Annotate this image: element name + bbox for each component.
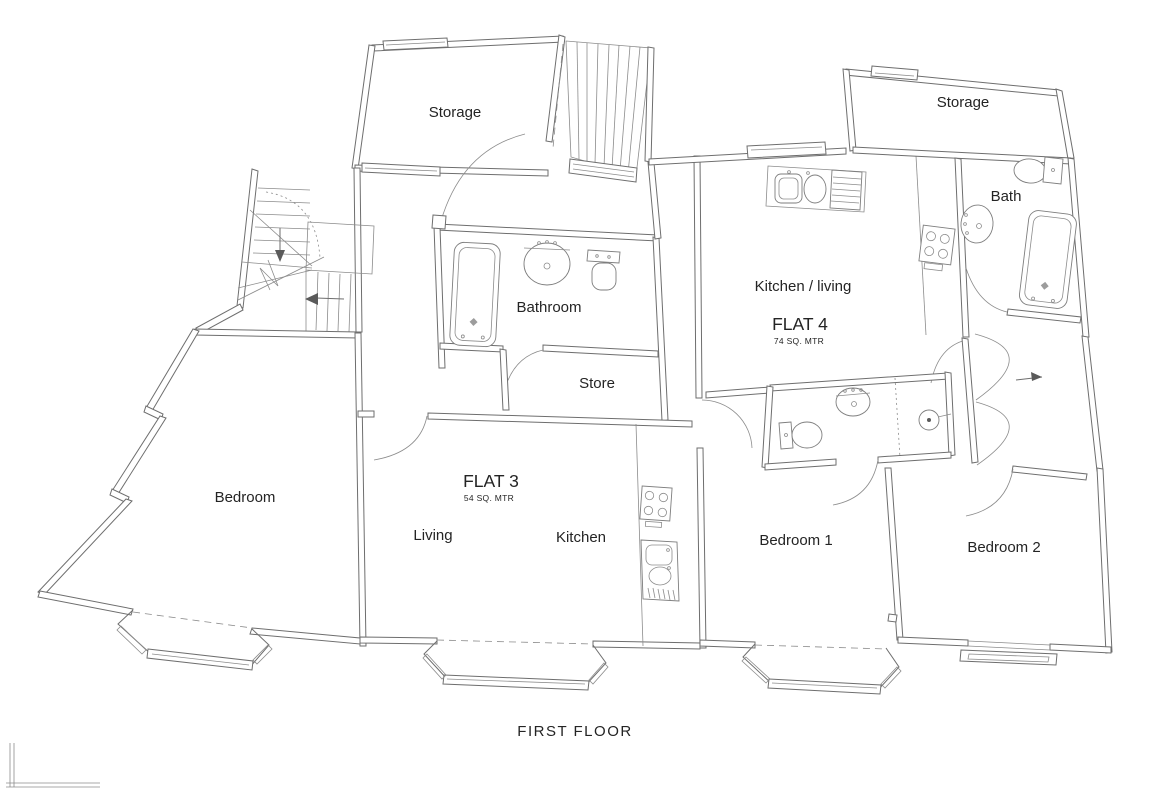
kitchen-sink: [640, 539, 680, 602]
flat4-room: [648, 141, 956, 399]
bay-window: [116, 609, 273, 671]
store-label: Store: [579, 375, 615, 392]
flat4-area-label: 74 SQ. MTR: [774, 336, 824, 346]
ensuite-room: [761, 371, 956, 506]
toilet: [1013, 156, 1064, 185]
flat4-name-label: FLAT 4: [772, 314, 828, 334]
storage-right-label: Storage: [937, 94, 990, 111]
hob: [918, 224, 956, 272]
bay-window: [741, 643, 902, 695]
sink: [835, 387, 871, 417]
kitchen-label: Kitchen: [556, 529, 606, 546]
kitchen-living-label: Kitchen / living: [755, 278, 852, 295]
door-arc: [440, 133, 526, 222]
door-arc: [701, 399, 753, 449]
door-arc: [373, 415, 428, 461]
door-arc: [965, 267, 1008, 313]
door-arc: [965, 468, 1014, 517]
bay-window: [422, 640, 609, 691]
bedroom1-label: Bedroom 1: [759, 532, 832, 549]
stair-break-line: [237, 256, 325, 301]
window: [361, 162, 441, 177]
toilet: [586, 249, 621, 291]
door-arc: [832, 459, 879, 506]
labels: Storage Storage Bath Bathroom Store Kitc…: [215, 94, 1041, 740]
door-arc: [503, 349, 544, 393]
storage-left-room: [351, 34, 566, 222]
bedroom-label: Bedroom: [215, 489, 276, 506]
bathroom-label: Bathroom: [516, 299, 581, 316]
window: [870, 65, 919, 81]
window: [746, 141, 827, 159]
toilet: [778, 421, 823, 450]
hall-division-wall: [647, 155, 753, 649]
bathtub: [449, 241, 501, 348]
window: [382, 37, 449, 51]
bedroom2-label: Bedroom 2: [967, 539, 1040, 556]
bathtub: [1019, 210, 1077, 309]
roof-light-louvres: [552, 40, 655, 183]
flat3-area-label: 54 SQ. MTR: [464, 493, 514, 503]
flat3-name-label: FLAT 3: [463, 471, 519, 491]
sink: [523, 240, 571, 286]
storage-right-room: [842, 65, 1075, 165]
bedroom-room: [37, 328, 367, 647]
kitchen-sink: [765, 165, 867, 213]
shower: [918, 409, 952, 431]
bath-label: Bath: [991, 188, 1022, 205]
drawing-title: FIRST FLOOR: [517, 723, 632, 740]
stair-direction-arrow: [305, 293, 345, 305]
right-corridor: [961, 333, 1113, 654]
sink: [960, 204, 994, 244]
flat3-room: [357, 410, 701, 650]
stair-down-arrow: [275, 228, 285, 262]
staircase: [195, 167, 375, 335]
bedroom1-room: [699, 467, 904, 650]
bedroom2-room: [887, 613, 1112, 666]
hob: [639, 485, 673, 528]
storage-left-label: Storage: [429, 104, 482, 121]
cupboard-door-arc: [975, 401, 1010, 466]
direction-arrow: [1015, 372, 1043, 381]
living-label: Living: [413, 527, 452, 544]
sheet-corner-mark: [6, 743, 100, 788]
window: [959, 640, 1058, 666]
cupboard-door-arc: [974, 333, 1010, 401]
bathroom-room: [431, 214, 659, 393]
bath-room: [930, 156, 1090, 384]
